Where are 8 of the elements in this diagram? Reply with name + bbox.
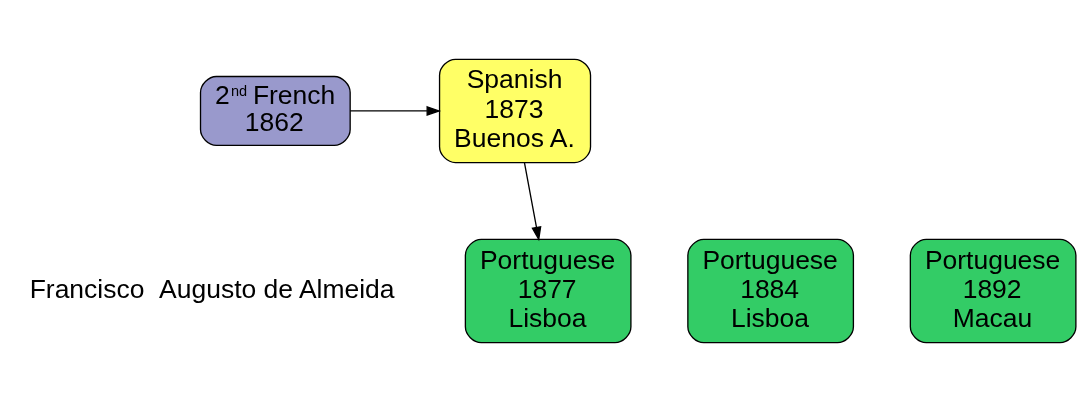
- arrow: [523, 161, 542, 241]
- arrow: [349, 105, 442, 116]
- node-box: Portuguese 1877 Lisboa: [464, 238, 632, 343]
- node-box: Portuguese 1884 Lisboa: [687, 238, 855, 343]
- label: Francisco Augusto de Almeida: [29, 273, 395, 304]
- node-box: Spanish 1873 Buenos A.: [438, 58, 592, 163]
- node-box: Portuguese 1892 Macau: [909, 238, 1077, 343]
- node-box: 2$^{nd}$ French 1862: [199, 75, 351, 146]
